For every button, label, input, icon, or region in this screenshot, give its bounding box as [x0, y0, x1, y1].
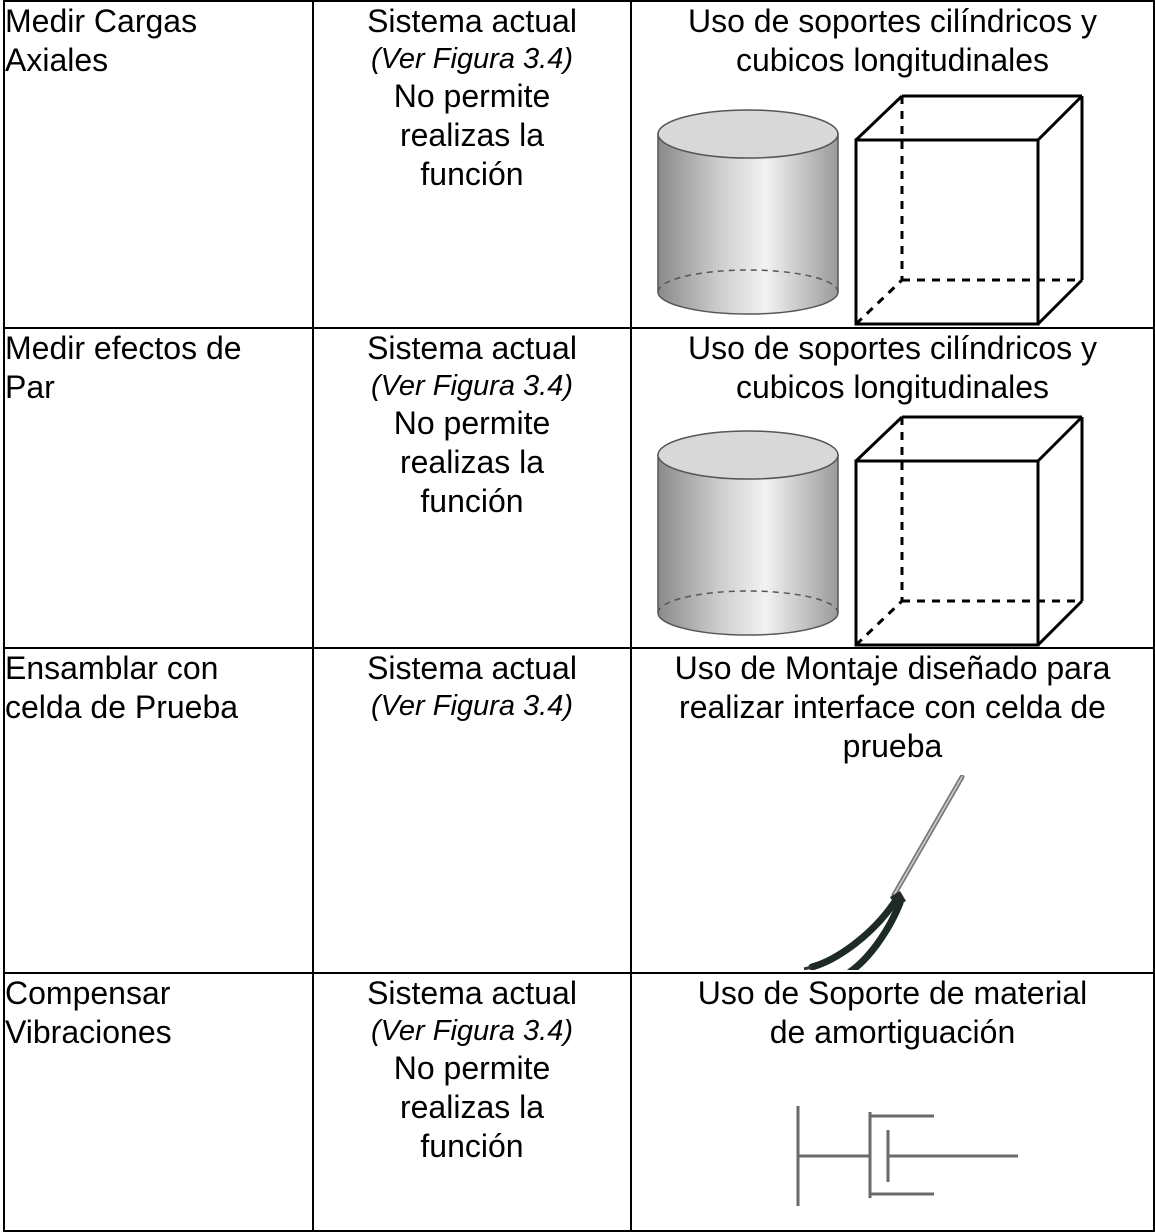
proposal-text: Uso de soportes cilíndricos y cubicos lo… — [687, 330, 1098, 405]
damper-symbol-icon — [796, 1106, 1018, 1206]
figure-reference: (Ver Figura 3.4) — [371, 43, 573, 75]
cube-icon — [854, 415, 1084, 646]
cylinder-cube-figure — [633, 94, 1152, 326]
function-text: Medir Cargas Axiales — [5, 3, 198, 78]
current-system-cell: Sistema actual (Ver Figura 3.4) No permi… — [312, 0, 632, 329]
proposal-text: Uso de Soporte de material de amortiguac… — [697, 975, 1088, 1050]
current-system-text: Sistema actual — [367, 330, 577, 366]
bicycle-fork-figure — [633, 775, 1152, 970]
table-row: Medir Cargas Axiales Sistema actual (Ver… — [3, 0, 1155, 329]
cylinder-icon — [657, 109, 839, 315]
function-cell: Ensamblar con celda de Prueba — [3, 647, 314, 974]
current-system-note: No permite realizas la función — [393, 1050, 551, 1164]
proposal-cell: Uso de Montaje diseñado para realizar in… — [630, 647, 1155, 974]
figure-reference: (Ver Figura 3.4) — [371, 1015, 573, 1047]
function-cell: Medir Cargas Axiales — [3, 0, 314, 329]
current-system-note: No permite realizas la función — [393, 405, 551, 519]
current-system-cell: Sistema actual (Ver Figura 3.4) — [312, 647, 632, 974]
proposal-cell: Uso de soportes cilíndricos y cubicos lo… — [630, 327, 1155, 649]
current-system-cell: Sistema actual (Ver Figura 3.4) No permi… — [312, 972, 632, 1232]
current-system-text: Sistema actual — [367, 3, 577, 39]
table-row: Medir efectos de Par Sistema actual (Ver… — [3, 327, 1155, 649]
function-text: Ensamblar con celda de Prueba — [5, 650, 239, 725]
proposal-text: Uso de Montaje diseñado para realizar in… — [674, 650, 1111, 764]
function-text: Medir efectos de Par — [5, 330, 242, 405]
proposal-cell: Uso de Soporte de material de amortiguac… — [630, 972, 1155, 1232]
figure-reference: (Ver Figura 3.4) — [371, 690, 573, 722]
functions-table: Medir Cargas Axiales Sistema actual (Ver… — [3, 0, 1155, 1232]
table-row: Compensar Vibraciones Sistema actual (Ve… — [3, 972, 1155, 1232]
current-system-cell: Sistema actual (Ver Figura 3.4) No permi… — [312, 327, 632, 649]
current-system-note: No permite realizas la función — [393, 78, 551, 192]
function-cell: Compensar Vibraciones — [3, 972, 314, 1232]
cylinder-icon — [657, 430, 839, 636]
cube-icon — [854, 94, 1084, 326]
current-system-text: Sistema actual — [367, 975, 577, 1011]
proposal-cell: Uso de soportes cilíndricos y cubicos lo… — [630, 0, 1155, 329]
proposal-text: Uso de soportes cilíndricos y cubicos lo… — [687, 3, 1098, 78]
function-text: Compensar Vibraciones — [5, 975, 172, 1050]
table-row: Ensamblar con celda de Prueba Sistema ac… — [3, 647, 1155, 974]
bicycle-fork-icon — [803, 775, 965, 970]
figure-reference: (Ver Figura 3.4) — [371, 370, 573, 402]
current-system-text: Sistema actual — [367, 650, 577, 686]
damper-figure — [633, 1102, 1152, 1212]
function-cell: Medir efectos de Par — [3, 327, 314, 649]
cylinder-cube-figure — [633, 415, 1152, 646]
